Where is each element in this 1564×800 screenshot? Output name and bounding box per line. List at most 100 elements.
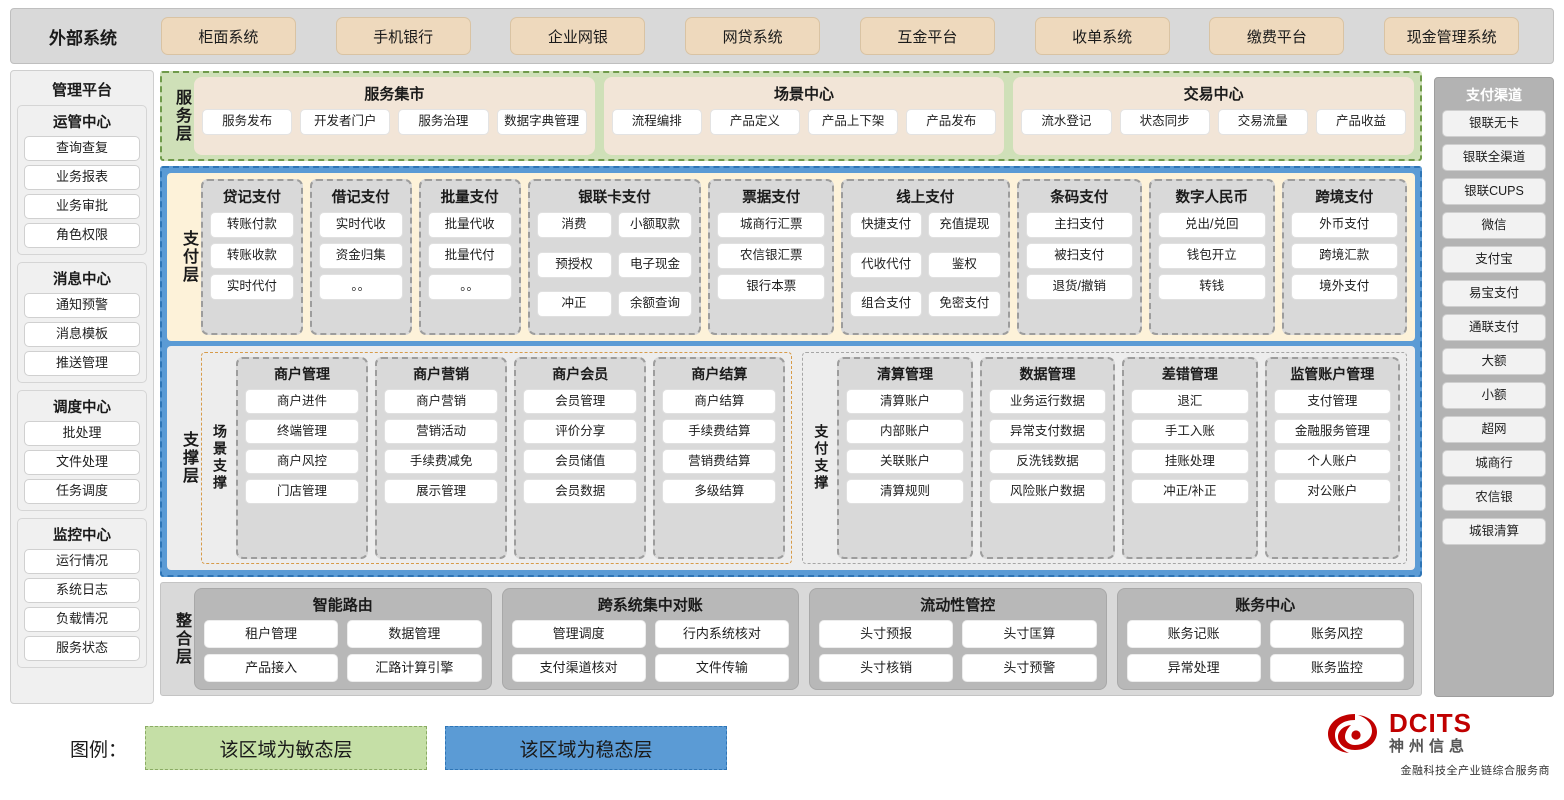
support-item[interactable]: 手工入账 <box>1131 419 1249 444</box>
payment-item[interactable]: 城商行汇票 <box>717 212 825 238</box>
payment-item[interactable]: 转账收款 <box>210 243 294 269</box>
support-item[interactable]: 内部账户 <box>846 419 964 444</box>
integration-item[interactable]: 头寸匡算 <box>962 620 1097 648</box>
payment-item[interactable]: 免密支付 <box>928 291 1001 318</box>
payment-channel-item[interactable]: 大额 <box>1442 348 1546 375</box>
sidebar-item[interactable]: 系统日志 <box>24 578 140 603</box>
payment-item[interactable]: 电子现金 <box>617 251 693 278</box>
payment-item[interactable]: 鉴权 <box>928 251 1001 278</box>
support-item[interactable]: 清算规则 <box>846 479 964 504</box>
payment-channel-item[interactable]: 支付宝 <box>1442 246 1546 273</box>
service-item[interactable]: 产品收益 <box>1315 109 1407 135</box>
payment-item[interactable]: 跨境汇款 <box>1290 243 1399 269</box>
external-system-item[interactable]: 手机银行 <box>335 17 471 55</box>
payment-item[interactable]: 资金归集 <box>318 243 403 269</box>
support-item[interactable]: 终端管理 <box>245 419 360 444</box>
support-item[interactable]: 商户结算 <box>662 389 777 414</box>
service-item[interactable]: 产品定义 <box>709 109 801 135</box>
service-item[interactable]: 服务治理 <box>398 109 489 135</box>
external-system-item[interactable]: 企业网银 <box>510 17 646 55</box>
support-item[interactable]: 多级结算 <box>662 479 777 504</box>
integration-item[interactable]: 头寸核销 <box>819 654 954 682</box>
support-item[interactable]: 风险账户数据 <box>988 479 1107 504</box>
integration-item[interactable]: 数据管理 <box>347 620 482 648</box>
integration-item[interactable]: 头寸预警 <box>962 654 1097 682</box>
support-item[interactable]: 个人账户 <box>1273 449 1392 474</box>
payment-item[interactable]: 充值提现 <box>928 212 1001 238</box>
payment-item[interactable]: 钱包开立 <box>1158 243 1266 269</box>
sidebar-item[interactable]: 运行情况 <box>24 549 140 574</box>
payment-item[interactable]: 农信银汇票 <box>717 243 825 269</box>
integration-item[interactable]: 汇路计算引擎 <box>347 654 482 682</box>
support-item[interactable]: 商户风控 <box>245 449 360 474</box>
payment-item[interactable]: 。。 <box>318 274 403 300</box>
support-item[interactable]: 营销活动 <box>384 419 499 444</box>
sidebar-item[interactable]: 推送管理 <box>24 351 140 376</box>
support-item[interactable]: 冲正/补正 <box>1131 479 1249 504</box>
external-system-item[interactable]: 网贷系统 <box>685 17 821 55</box>
service-item[interactable]: 服务发布 <box>202 109 293 135</box>
payment-item[interactable]: 快捷支付 <box>849 212 923 238</box>
support-item[interactable]: 金融服务管理 <box>1273 419 1392 444</box>
payment-channel-item[interactable]: 城银清算 <box>1442 518 1546 545</box>
payment-item[interactable]: 实时代收 <box>318 212 403 238</box>
integration-item[interactable]: 异常处理 <box>1126 654 1261 682</box>
integration-item[interactable]: 行内系统核对 <box>654 620 789 648</box>
external-system-item[interactable]: 柜面系统 <box>160 17 296 55</box>
service-item[interactable]: 交易流量 <box>1217 109 1308 135</box>
payment-item[interactable]: 主扫支付 <box>1025 212 1134 238</box>
support-item[interactable]: 挂账处理 <box>1131 449 1249 474</box>
support-item[interactable]: 异常支付数据 <box>988 419 1107 444</box>
payment-item[interactable]: 代收代付 <box>849 251 923 278</box>
payment-channel-item[interactable]: 易宝支付 <box>1442 280 1546 307</box>
sidebar-item[interactable]: 负载情况 <box>24 607 140 632</box>
integration-item[interactable]: 租户管理 <box>204 620 339 648</box>
payment-item[interactable]: 实时代付 <box>210 274 294 300</box>
payment-item[interactable]: 兑出/兑回 <box>1158 212 1266 238</box>
support-item[interactable]: 业务运行数据 <box>988 389 1107 414</box>
service-item[interactable]: 数据字典管理 <box>496 109 587 135</box>
sidebar-item[interactable]: 业务报表 <box>24 165 140 190</box>
payment-item[interactable]: 批量代收 <box>427 212 512 238</box>
payment-channel-item[interactable]: 银联CUPS <box>1442 178 1546 205</box>
integration-item[interactable]: 文件传输 <box>654 654 789 682</box>
sidebar-item[interactable]: 服务状态 <box>24 636 140 661</box>
support-item[interactable]: 手续费结算 <box>662 419 777 444</box>
service-item[interactable]: 流水登记 <box>1021 109 1112 135</box>
sidebar-item[interactable]: 角色权限 <box>24 223 140 248</box>
service-item[interactable]: 开发者门户 <box>300 109 391 135</box>
sidebar-item[interactable]: 业务审批 <box>24 194 140 219</box>
payment-item[interactable]: 银行本票 <box>717 274 825 300</box>
support-item[interactable]: 商户进件 <box>245 389 360 414</box>
integration-item[interactable]: 账务记账 <box>1126 620 1261 648</box>
sidebar-item[interactable]: 文件处理 <box>24 450 140 475</box>
support-item[interactable]: 门店管理 <box>245 479 360 504</box>
support-item[interactable]: 营销费结算 <box>662 449 777 474</box>
payment-item[interactable]: 余额查询 <box>617 291 693 318</box>
support-item[interactable]: 对公账户 <box>1273 479 1392 504</box>
payment-item[interactable]: 预授权 <box>536 251 612 278</box>
support-item[interactable]: 清算账户 <box>846 389 964 414</box>
sidebar-item[interactable]: 查询查复 <box>24 136 140 161</box>
integration-item[interactable]: 支付渠道核对 <box>511 654 646 682</box>
payment-item[interactable]: 批量代付 <box>427 243 512 269</box>
payment-item[interactable]: 退货/撤销 <box>1025 274 1134 300</box>
payment-channel-item[interactable]: 微信 <box>1442 212 1546 239</box>
sidebar-item[interactable]: 消息模板 <box>24 322 140 347</box>
payment-item[interactable]: 境外支付 <box>1290 274 1399 300</box>
integration-item[interactable]: 账务风控 <box>1269 620 1404 648</box>
support-item[interactable]: 退汇 <box>1131 389 1249 414</box>
support-item[interactable]: 会员储值 <box>523 449 638 474</box>
integration-item[interactable]: 产品接入 <box>204 654 339 682</box>
payment-item[interactable]: 被扫支付 <box>1025 243 1134 269</box>
integration-item[interactable]: 账务监控 <box>1269 654 1404 682</box>
sidebar-item[interactable]: 通知预警 <box>24 293 140 318</box>
payment-channel-item[interactable]: 银联全渠道 <box>1442 144 1546 171</box>
payment-channel-item[interactable]: 城商行 <box>1442 450 1546 477</box>
payment-item[interactable]: 转账付款 <box>210 212 294 238</box>
payment-channel-item[interactable]: 通联支付 <box>1442 314 1546 341</box>
external-system-item[interactable]: 缴费平台 <box>1209 17 1345 55</box>
support-item[interactable]: 手续费减免 <box>384 449 499 474</box>
external-system-item[interactable]: 收单系统 <box>1034 17 1170 55</box>
service-item[interactable]: 产品上下架 <box>808 109 899 135</box>
